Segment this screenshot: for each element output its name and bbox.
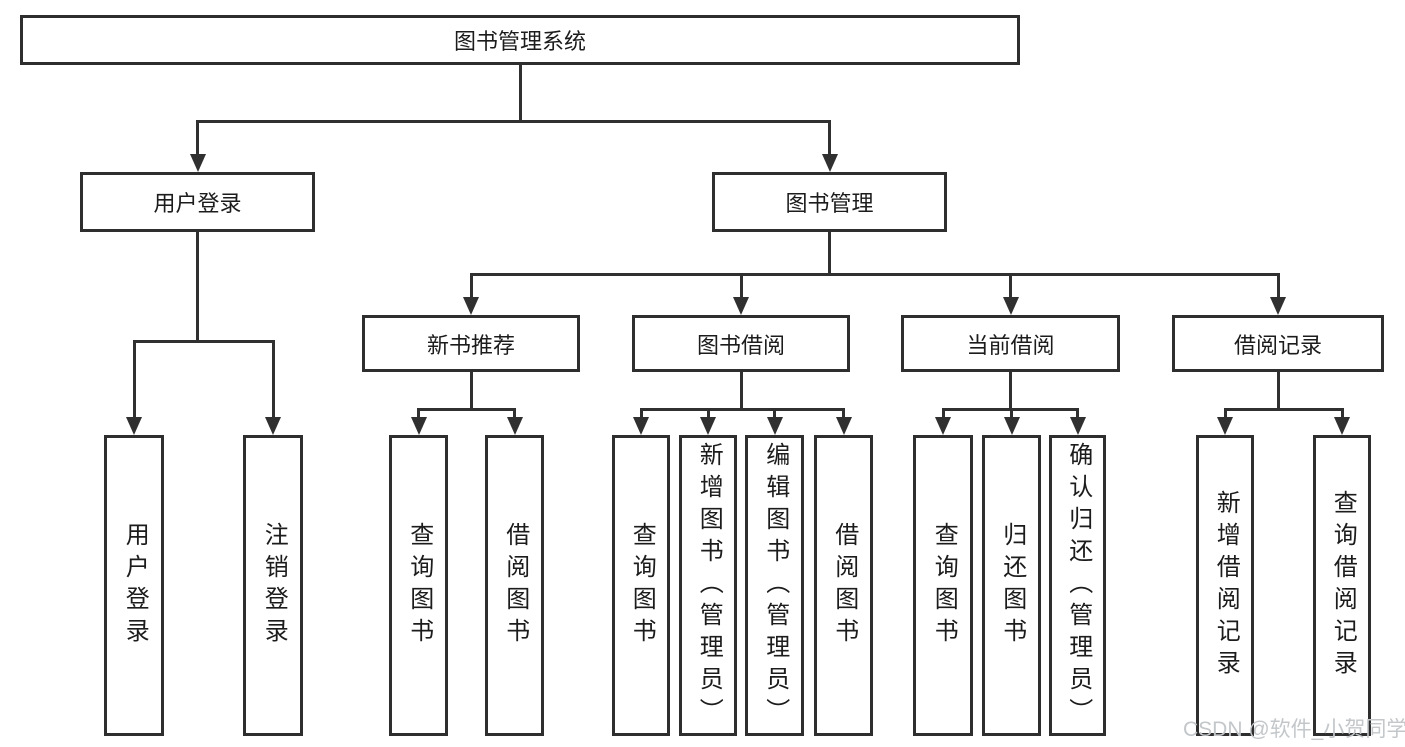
arrow-down-icon — [1003, 417, 1020, 435]
connector-line — [773, 408, 776, 419]
connector-line — [196, 120, 831, 123]
arrow-down-icon — [506, 417, 523, 435]
leaf-label: 用户登录 — [121, 521, 149, 650]
connector-line — [639, 408, 643, 419]
connector-line — [132, 340, 275, 343]
connector-line — [941, 408, 945, 419]
arrow-down-icon — [1334, 417, 1350, 435]
node-borrowing-records: 借阅记录 — [1172, 315, 1384, 372]
leaf-label: 新增借阅记录 — [1212, 489, 1240, 682]
arrow-down-icon — [700, 417, 716, 435]
leaf-logout: 注销登录 — [243, 435, 303, 736]
leaf-label: 编辑图书（管理员） — [761, 441, 789, 730]
leaf-label: 查询借阅记录 — [1329, 489, 1357, 682]
connector-line — [469, 372, 473, 411]
arrow-down-icon — [835, 417, 852, 435]
connector-line — [706, 408, 710, 419]
node-user-login: 用户登录 — [80, 172, 315, 232]
leaf-query-borrow-record: 查询借阅记录 — [1313, 435, 1371, 736]
connector-line — [518, 65, 522, 123]
arrow-down-icon — [633, 417, 649, 435]
connector-line — [842, 408, 845, 419]
connector-line — [739, 273, 743, 299]
leaf-query-books-2: 查询图书 — [612, 435, 670, 736]
leaf-add-borrow-record: 新增借阅记录 — [1196, 435, 1254, 736]
node-library-management-system: 图书管理系统 — [20, 15, 1020, 65]
leaf-add-books-admin: 新增图书（管理员） — [679, 435, 737, 736]
arrow-down-icon — [733, 297, 749, 315]
connector-line — [1010, 408, 1013, 419]
connector-line — [1009, 372, 1012, 411]
leaf-return-books: 归还图书 — [982, 435, 1041, 736]
leaf-label: 查询图书 — [405, 521, 433, 650]
leaf-label: 查询图书 — [628, 521, 656, 650]
connector-line — [828, 232, 831, 276]
leaf-label: 借阅图书 — [830, 521, 858, 650]
arrow-down-icon — [1069, 417, 1086, 435]
leaf-borrow-books-2: 借阅图书 — [814, 435, 873, 736]
connector-line — [1223, 408, 1227, 419]
leaf-label: 注销登录 — [260, 521, 288, 650]
leaf-label: 新增图书（管理员） — [695, 441, 723, 730]
node-book-borrowing: 图书借阅 — [632, 315, 850, 372]
connector-line — [469, 273, 1280, 276]
connector-line — [196, 232, 199, 343]
connector-line — [1276, 372, 1280, 411]
leaf-label: 确认归还（管理员） — [1064, 441, 1092, 730]
arrow-down-icon — [935, 417, 951, 435]
arrow-down-icon — [189, 154, 206, 172]
arrow-down-icon — [821, 154, 838, 172]
connector-line — [639, 408, 845, 411]
node-current-borrowing: 当前借阅 — [901, 315, 1120, 372]
connector-line — [417, 408, 516, 411]
connector-line — [469, 273, 473, 299]
csdn-watermark: CSDN @软件_小贺同学 — [1183, 718, 1405, 741]
connector-line — [417, 408, 420, 419]
connector-line — [271, 340, 275, 419]
connector-line — [1009, 273, 1012, 299]
connector-line — [739, 372, 743, 411]
connector-line — [196, 120, 199, 156]
leaf-query-books-1: 查询图书 — [389, 435, 448, 736]
connector-line — [1076, 408, 1079, 419]
arrow-down-icon — [766, 417, 783, 435]
leaf-user-login: 用户登录 — [104, 435, 164, 736]
leaf-label: 查询图书 — [930, 521, 958, 650]
leaf-query-books-3: 查询图书 — [913, 435, 973, 736]
leaf-confirm-return-admin: 确认归还（管理员） — [1049, 435, 1106, 736]
connector-line — [828, 120, 831, 156]
leaf-label: 归还图书 — [998, 521, 1026, 650]
node-new-book-recommend: 新书推荐 — [362, 315, 580, 372]
leaf-edit-books-admin: 编辑图书（管理员） — [745, 435, 804, 736]
arrow-down-icon — [1270, 297, 1286, 315]
arrow-down-icon — [1002, 297, 1019, 315]
arrow-down-icon — [410, 417, 427, 435]
arrow-down-icon — [1217, 417, 1233, 435]
node-book-management: 图书管理 — [712, 172, 947, 232]
connector-line — [1340, 408, 1344, 419]
connector-line — [1223, 408, 1344, 411]
connector-line — [132, 340, 136, 419]
connector-line — [513, 408, 516, 419]
leaf-label: 借阅图书 — [501, 521, 529, 650]
arrow-down-icon — [463, 297, 479, 315]
arrow-down-icon — [126, 417, 142, 435]
arrow-down-icon — [265, 417, 281, 435]
connector-line — [1276, 273, 1280, 299]
leaf-borrow-books-1: 借阅图书 — [485, 435, 544, 736]
